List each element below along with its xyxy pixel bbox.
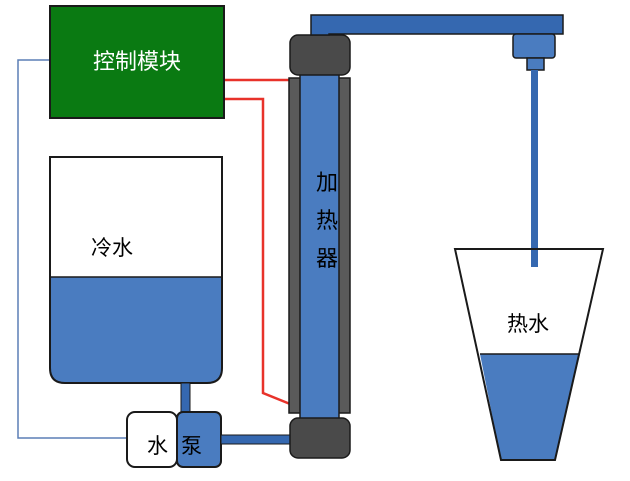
tank-pump-pipe xyxy=(180,382,191,414)
controller-label: 控制模块 xyxy=(92,50,181,75)
pump-label-right: 泵 xyxy=(181,434,202,458)
controller-box xyxy=(49,5,225,119)
outlet-tip xyxy=(526,57,545,71)
heater-label-char: 热 xyxy=(315,209,338,234)
power-wire-bottom xyxy=(224,97,301,410)
cold-tank-water xyxy=(50,277,222,383)
outlet-pipe xyxy=(310,14,564,36)
cold-water-label: 冷水 xyxy=(91,236,133,260)
heater-label-char: 加 xyxy=(315,171,338,196)
heater-bottom-cap xyxy=(289,417,351,459)
signal-wire xyxy=(17,59,130,439)
heater-label: 加 热 器 xyxy=(315,165,339,279)
hot-cup xyxy=(453,248,605,461)
outlet-nozzle xyxy=(512,33,556,59)
cold-tank xyxy=(49,156,223,384)
heater-label-char: 器 xyxy=(315,247,338,272)
heater-top-cap xyxy=(289,34,351,76)
hot-cup-water xyxy=(480,354,580,460)
water-stream xyxy=(531,70,538,267)
hot-water-label: 热水 xyxy=(507,312,549,336)
pump-heater-pipe xyxy=(220,434,294,445)
pump-label-left: 水 xyxy=(147,434,168,458)
